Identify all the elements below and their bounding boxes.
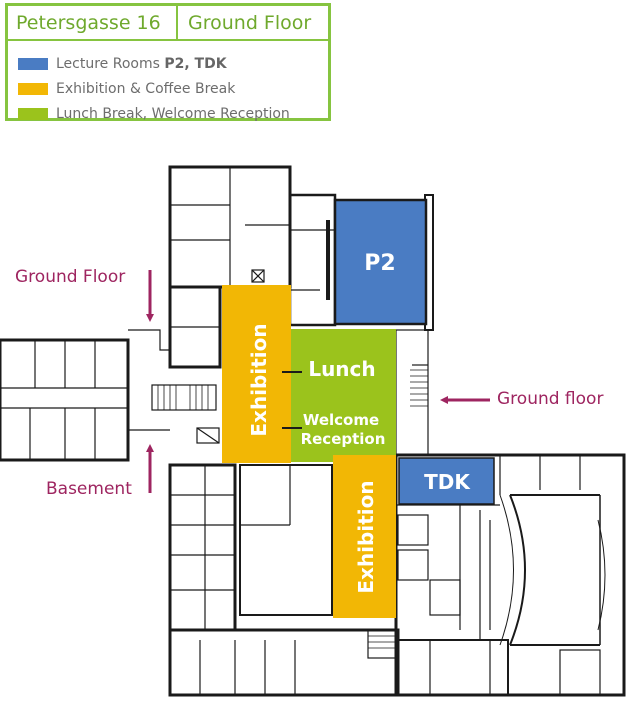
entrance-label-basement: Basement xyxy=(46,479,132,499)
lecture-rooms-swatch xyxy=(18,57,48,70)
legend-label: Lecture Rooms xyxy=(56,55,165,72)
legend-item-lecture-rooms: Lecture Rooms P2, TDK xyxy=(18,51,328,76)
entrance-label-ground-floor: Ground Floor xyxy=(15,267,126,287)
legend-item-exhibition: Exhibition & Coffee Break xyxy=(18,76,328,101)
entrance-label-ground-floor-east: Ground floor xyxy=(497,389,604,409)
building-name: Petersgasse 16 xyxy=(8,6,178,39)
room-tdk[interactable] xyxy=(398,457,495,505)
legend-label: Exhibition & Coffee Break xyxy=(56,80,236,97)
room-exhibition-2[interactable] xyxy=(333,455,396,618)
room-label-welcome: Welcome xyxy=(303,411,379,429)
floor-name: Ground Floor xyxy=(188,11,312,34)
room-label-lunch: Lunch xyxy=(308,357,375,381)
room-lunch-welcome[interactable] xyxy=(291,329,396,462)
room-label-p2: P2 xyxy=(364,251,395,276)
exhibition-swatch xyxy=(18,82,48,95)
room-label-exhibition-1: Exhibition xyxy=(247,323,271,436)
legend-label-bold: P2, TDK xyxy=(164,55,227,72)
map-legend: Petersgasse 16 Ground Floor Lecture Room… xyxy=(5,3,331,122)
legend-label: Lunch Break, Welcome Reception xyxy=(56,105,290,122)
legend-item-lunch: Lunch Break, Welcome Reception xyxy=(18,101,328,126)
room-label-tdk: TDK xyxy=(424,470,471,494)
lunch-swatch xyxy=(18,107,48,120)
room-p2[interactable] xyxy=(333,198,428,326)
legend-header: Petersgasse 16 Ground Floor xyxy=(8,6,328,41)
room-exhibition-1[interactable] xyxy=(222,285,291,463)
room-label-reception: Reception xyxy=(301,430,386,448)
room-label-exhibition-2: Exhibition xyxy=(354,480,378,593)
